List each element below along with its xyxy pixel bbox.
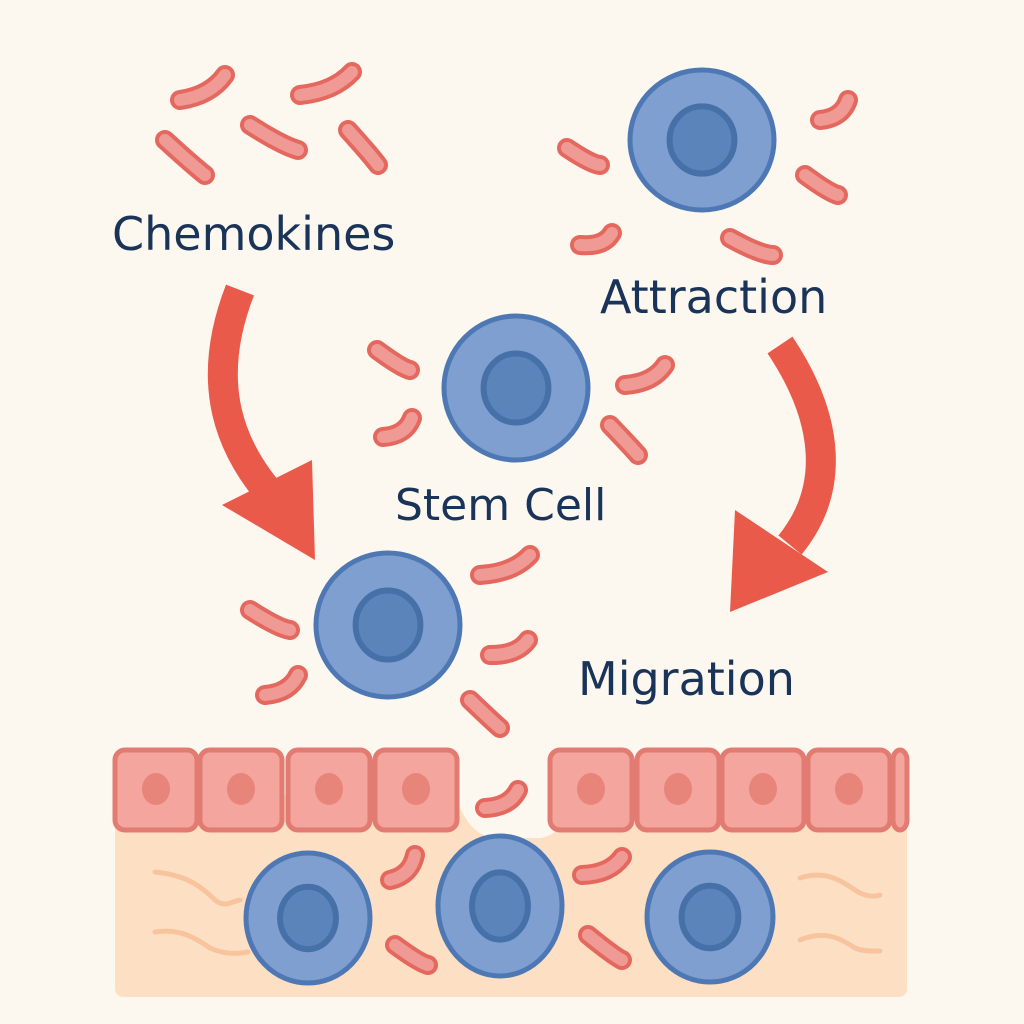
chemokine	[480, 630, 538, 665]
cell-nucleus	[469, 869, 531, 943]
stem-cell	[435, 833, 565, 979]
stem-cell	[644, 849, 776, 985]
chemokine	[255, 665, 308, 705]
stem-cell	[313, 550, 463, 700]
chemokine	[720, 228, 783, 265]
cell-nucleus	[678, 882, 742, 952]
arrow-left	[207, 284, 315, 560]
cell-nucleus	[352, 587, 424, 663]
chemokine	[290, 62, 362, 105]
stem-cell	[441, 313, 591, 463]
chemokine	[600, 415, 648, 465]
arrow-right	[730, 336, 836, 612]
stem-cell	[627, 67, 777, 213]
epithelial-nucleus	[664, 773, 692, 805]
chemokine	[795, 165, 848, 205]
chemokine	[373, 408, 422, 447]
chemokine	[380, 845, 425, 890]
label-chemokines: Chemokines	[112, 207, 396, 261]
chemokine	[367, 340, 420, 380]
tissue-fibers	[152, 869, 883, 956]
epithelium	[112, 747, 910, 833]
chemokine	[557, 138, 610, 175]
epithelial-nucleus	[835, 773, 863, 805]
chemokine	[240, 115, 308, 160]
chemokines-group	[155, 62, 858, 975]
cell-nucleus	[277, 883, 339, 953]
chemokine	[810, 90, 858, 130]
epithelial-nucleus	[142, 773, 170, 805]
cell-nucleus	[480, 350, 552, 426]
epithelial-nucleus	[227, 773, 255, 805]
epithelial-nucleus	[577, 773, 605, 805]
label-stem-cell: Stem Cell	[395, 480, 607, 531]
epithelial-nucleus	[402, 773, 430, 805]
epithelial-cell	[890, 747, 910, 833]
chemokine	[615, 355, 675, 395]
chemokine	[578, 925, 632, 970]
stem-cell	[243, 850, 373, 986]
chemokine	[385, 935, 438, 975]
chemokine	[170, 65, 235, 110]
label-attraction: Attraction	[600, 270, 828, 324]
stem-cells	[243, 67, 777, 986]
chemokine	[475, 780, 528, 818]
chemokine	[572, 847, 632, 885]
chemokine	[460, 690, 510, 738]
epithelial-nucleus	[749, 773, 777, 805]
epithelial-nucleus	[315, 773, 343, 805]
label-migration: Migration	[578, 652, 795, 706]
chemokine	[155, 130, 215, 185]
cell-nucleus	[666, 103, 738, 177]
chemokine	[338, 120, 388, 175]
chemokine	[240, 600, 300, 640]
chemokine	[570, 223, 622, 256]
chemokine	[470, 545, 540, 585]
